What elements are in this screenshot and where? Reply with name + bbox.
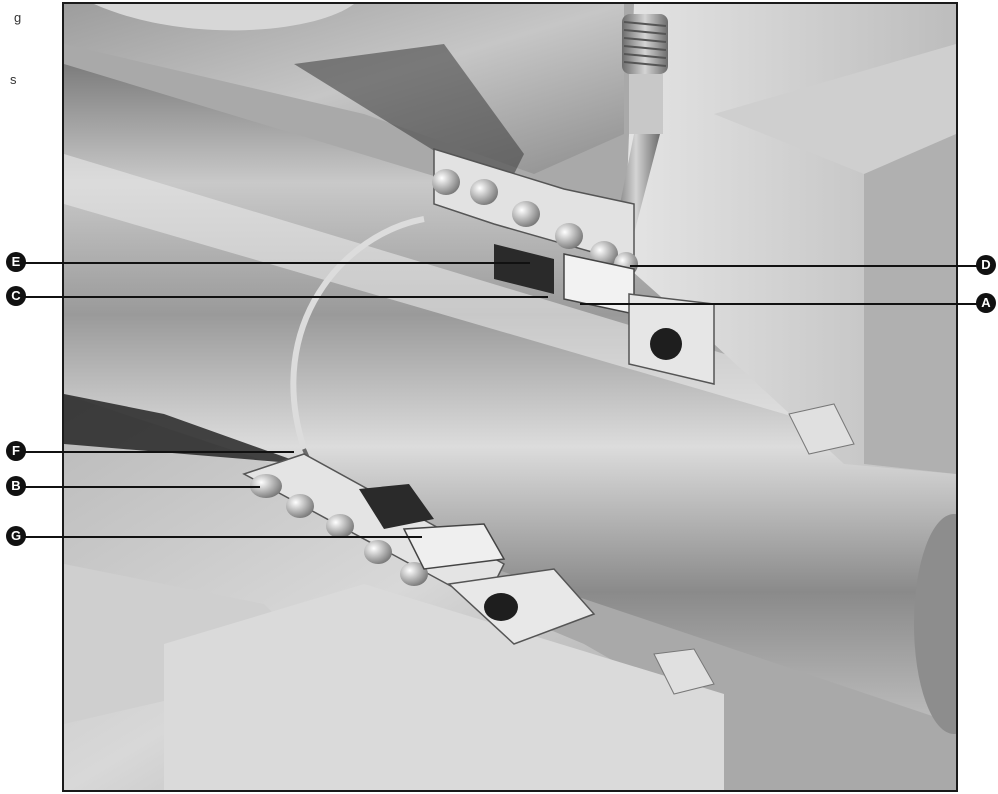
callout-e-line [22,262,530,264]
lower-housing-tab [653,648,715,695]
callout-g-line [22,536,422,538]
lower-springs [250,474,428,586]
upper-springs [432,169,638,276]
callout-e: E [6,252,26,272]
callout-c: C [6,286,26,306]
lower-stationary-face [402,523,506,570]
lower-rotating-face [359,484,434,529]
mechanical-seal-cutaway [64,4,956,790]
upper-housing-highlight [94,4,354,31]
callout-a: A [976,293,996,313]
upper-drive-pin [650,328,682,360]
margin-fragment-1: g [14,10,22,25]
lower-gland-plate [447,568,596,645]
right-housing-tab [788,403,855,455]
callout-g: G [6,526,26,546]
callout-a-line [580,303,988,305]
shaft-end [914,514,956,734]
callout-d-line [630,265,988,267]
screw-neck [629,74,663,134]
margin-fragment-2: s [10,72,17,87]
lower-drive-pin [484,593,518,621]
callout-b: B [6,476,26,496]
upper-shadow [294,44,524,194]
cutaway-illustration [62,2,958,792]
screw-thread [622,14,668,74]
lower-bore-shadow [64,394,304,464]
shaft-highlight [64,154,956,464]
screw-thread-lines [623,21,667,67]
callout-b-line [22,486,260,488]
callout-f-line [22,451,294,453]
callout-d: D [976,255,996,275]
lower-housing-face [164,584,724,790]
callout-f: F [6,441,26,461]
callout-c-line [22,296,548,298]
seal-ring-edge [290,216,425,450]
upper-rotating-face [494,244,554,294]
